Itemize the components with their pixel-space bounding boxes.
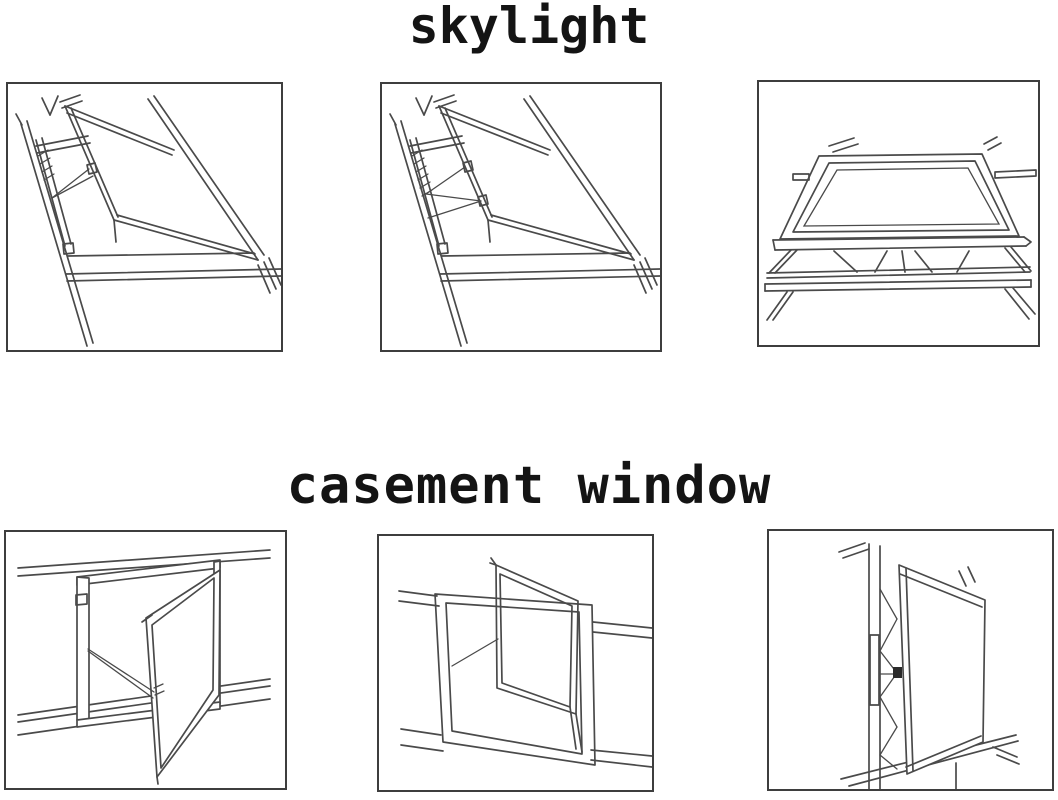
skylight-figure-2 <box>380 82 662 352</box>
casement-edge-drawing <box>838 542 1020 789</box>
casement-figure-2 <box>377 534 654 792</box>
casement-pivot-drawing <box>398 557 652 768</box>
section-title-skylight: skylight <box>408 0 650 55</box>
section-title-casement-window: casement window <box>286 456 772 516</box>
casement-open-drawing <box>17 549 271 785</box>
casement-figure-3 <box>767 529 1054 791</box>
skylight-open-drawing-1 <box>15 94 281 347</box>
skylight-figure-1 <box>6 82 283 352</box>
casement-figure-1 <box>4 530 287 790</box>
skylight-open-drawing-2 <box>389 94 660 347</box>
skylight-raised-drawing <box>764 136 1037 321</box>
skylight-figure-3 <box>757 80 1040 347</box>
